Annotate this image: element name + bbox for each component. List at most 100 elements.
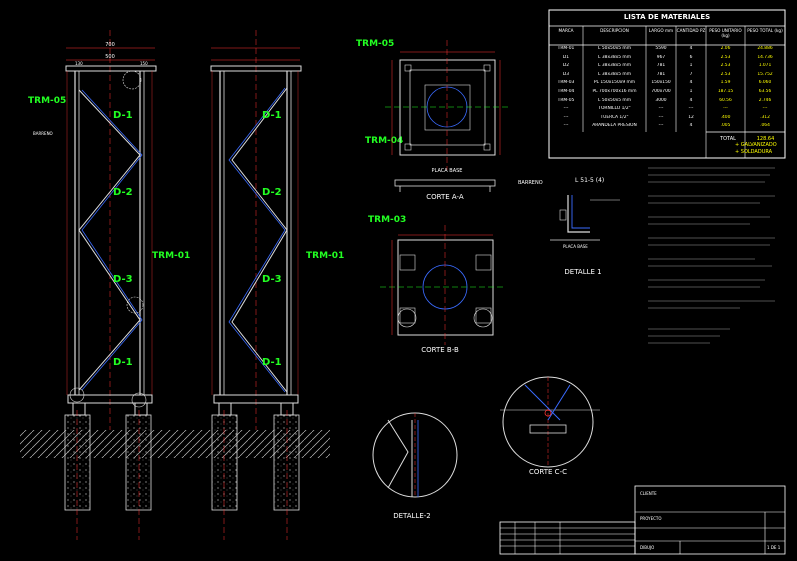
placa-title: PLACA BASE bbox=[432, 168, 463, 174]
trm05-plate-label: TRM-05 bbox=[356, 39, 394, 49]
bom-title: LISTA DE MATERIALES bbox=[623, 13, 711, 21]
tb-cliente: CLIENTE bbox=[640, 491, 657, 496]
barreno-left: BARRENO bbox=[33, 131, 53, 136]
bom-cell: L 50x50x5 mm bbox=[598, 97, 631, 103]
bom-header-cell: PESO TOTAL (kg) bbox=[747, 28, 783, 33]
d1-right-bottom: D-1 bbox=[262, 357, 282, 368]
bom-table: LISTA DE MATERIALES MARCA DESCRIPCION LARG… bbox=[549, 10, 785, 158]
tower-right: D-1 D-2 D-3 D-1 TRM-01 bbox=[200, 30, 344, 540]
bom-cell: --- bbox=[688, 106, 694, 112]
notes-block bbox=[648, 167, 775, 344]
trm04-label: TRM-04 bbox=[365, 136, 403, 146]
bom-cell: TORNILLO 1/2" bbox=[598, 106, 631, 112]
corte-cc-title: CORTE C-C bbox=[529, 468, 567, 476]
corte-bb-view: TRM-03 CORTE B-B bbox=[368, 215, 505, 354]
bom-cell: D3 bbox=[562, 71, 570, 77]
bom-header-cell: PESO UNITARIO (kg) bbox=[709, 28, 742, 38]
bom-cell: 1.59 bbox=[720, 80, 731, 86]
bom-cell: 12 bbox=[688, 114, 694, 120]
bom-cell: --- bbox=[658, 114, 664, 120]
bom-cell: TRM-01 bbox=[557, 46, 575, 51]
bom-cell: 187.15 bbox=[717, 89, 734, 94]
bom-cell: 60.56 bbox=[719, 97, 732, 103]
bom-cell: 5590 bbox=[655, 46, 667, 51]
title-block: CLIENTE PROYECTO DIBUJO 1 DE 1 bbox=[499, 485, 786, 555]
d3-left: D-3 bbox=[113, 274, 133, 285]
bom-cell: TRM-03 bbox=[557, 80, 575, 86]
bom-cell: D1 bbox=[562, 54, 570, 60]
bom-cell: L 38x38x5 mm bbox=[598, 71, 631, 77]
corte-bb-title: CORTE B-B bbox=[421, 346, 459, 354]
bom-cell: TRM-05 bbox=[557, 97, 575, 103]
bom-cell: D2 bbox=[562, 63, 570, 69]
bom-cell: PL 700x700x16 mm bbox=[592, 89, 637, 94]
bom-header-cell: DESCRIPCION bbox=[600, 28, 629, 33]
bom-cell: 4 bbox=[689, 97, 693, 103]
detalle1-view: BARRENO L 51-5 (4) PLACA BASE DETALLE 1 bbox=[518, 177, 620, 276]
bom-cell: 1.071 bbox=[758, 63, 772, 69]
angle-label: L 51-5 (4) bbox=[575, 177, 604, 184]
bom-cell: 6 bbox=[689, 54, 693, 60]
bom-cell: --- bbox=[723, 106, 728, 112]
bom-cell: --- bbox=[563, 123, 569, 129]
bom-cell: 2.06 bbox=[720, 46, 731, 51]
dim-130: 130 bbox=[75, 61, 83, 66]
detalle2-view: DETALLE-2 bbox=[372, 412, 458, 520]
bom-cell: 2.53 bbox=[720, 71, 731, 77]
bom-cell: 1 bbox=[689, 89, 693, 94]
dim-700: 700 bbox=[105, 42, 115, 48]
bom-cell: 1 bbox=[689, 63, 693, 69]
bom-cell: --- bbox=[762, 106, 768, 112]
d1-left-top: D-1 bbox=[113, 110, 133, 121]
corte-aa-title: CORTE A-A bbox=[426, 193, 464, 201]
tower-left: 700 500 130 150 TRM-05 D-1 D-2 D-3 D-1 T… bbox=[20, 30, 200, 540]
bom-cell: 63.56 bbox=[758, 89, 772, 94]
bom-note-galvanizado: + GALVANIZADO bbox=[735, 142, 777, 148]
trm03-label: TRM-03 bbox=[368, 215, 406, 225]
d2-left: D-2 bbox=[113, 187, 133, 198]
bom-cell: 781 bbox=[656, 63, 666, 69]
bom-cell: PL 150x150x9 mm bbox=[593, 80, 636, 86]
tb-proyecto: PROYECTO bbox=[640, 516, 661, 521]
d2-right: D-2 bbox=[262, 187, 282, 198]
bom-cell: --- bbox=[658, 123, 664, 129]
bom-cell: --- bbox=[658, 106, 664, 112]
bom-cell: TUERCA 1/2" bbox=[600, 114, 629, 120]
bom-cell: 24.886 bbox=[757, 46, 773, 51]
bom-cell: 2.53 bbox=[720, 54, 731, 60]
bom-cell: 150x150 bbox=[651, 80, 671, 86]
bom-header-cell: LARGO mm bbox=[648, 28, 674, 33]
trm01-right-label: TRM-01 bbox=[306, 251, 344, 261]
bom-total-value: 128.64 bbox=[756, 136, 775, 142]
bom-cell: 4 bbox=[689, 46, 693, 51]
bom-cell: .005 bbox=[720, 123, 731, 129]
bom-cell: .400 bbox=[720, 114, 731, 120]
d3-right: D-3 bbox=[262, 274, 282, 285]
bom-cell: L 38x38x5 mm bbox=[598, 54, 631, 60]
detalle1-title: DETALLE 1 bbox=[564, 268, 601, 276]
bom-total-label: TOTAL bbox=[720, 136, 736, 142]
barreno-detail: BARRENO bbox=[518, 180, 543, 186]
bom-header-cell: MARCA bbox=[558, 28, 574, 33]
bom-cell: 7 bbox=[689, 71, 693, 77]
placa-base-detail: PLACA BASE bbox=[563, 244, 588, 249]
corte-cc-view: CORTE C-C bbox=[500, 376, 600, 476]
bom-cell: --- bbox=[563, 106, 569, 112]
bom-table-frame bbox=[548, 9, 786, 159]
bom-cell: L 38x38x5 mm bbox=[598, 63, 631, 69]
bom-cell: 4 bbox=[689, 123, 693, 129]
d1-left-bottom: D-1 bbox=[113, 357, 133, 368]
bom-cell: 2.746 bbox=[758, 97, 772, 103]
bom-cell: 2.53 bbox=[720, 63, 731, 69]
tb-dibujo: DIBUJO bbox=[640, 545, 654, 550]
bom-cell: 6.060 bbox=[758, 80, 772, 86]
bom-cell: ARANDELA PRESION bbox=[592, 123, 637, 129]
bom-note-soldadura: + SOLDADURA bbox=[735, 149, 773, 155]
trm05-left-label: TRM-05 bbox=[28, 96, 66, 106]
detalle2-title: DETALLE-2 bbox=[393, 512, 431, 520]
tb-sheet: 1 DE 1 bbox=[767, 545, 781, 550]
bom-cell: .312 bbox=[760, 114, 770, 120]
trm01-left-label: TRM-01 bbox=[152, 251, 190, 261]
bom-cell: 781 bbox=[656, 71, 666, 77]
